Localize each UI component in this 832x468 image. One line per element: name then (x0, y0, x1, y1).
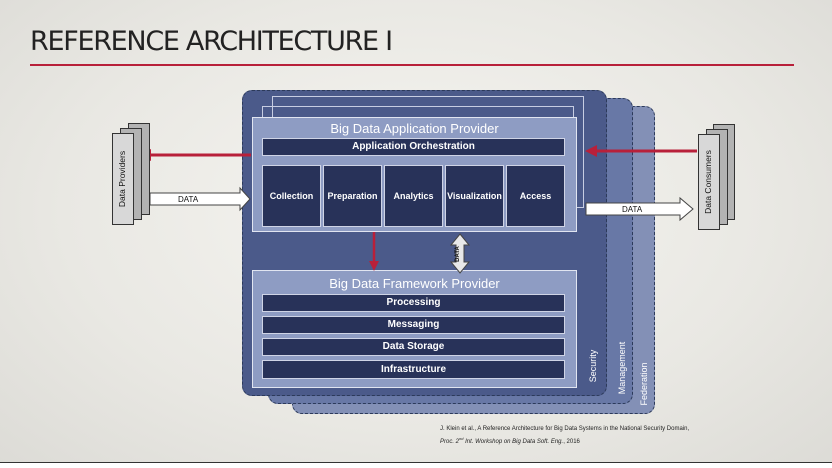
framework-layer-messaging: Messaging (262, 316, 565, 334)
app-provider-title: Big Data Application Provider (330, 121, 499, 136)
citation-workshop: Int. Workshop on Big Data Soft. Eng. (463, 439, 564, 445)
citation-sup: nd (459, 436, 464, 441)
capability-visualization: Visualization (445, 165, 504, 227)
application-orchestration-bar: Application Orchestration (262, 138, 565, 156)
data-consumers-card (698, 134, 720, 230)
citation-line-2: Proc. 2nd Int. Workshop on Big Data Soft… (440, 434, 689, 447)
framework-layer-processing: Processing (262, 294, 565, 312)
framework-layer-infrastructure: Infrastructure (262, 360, 565, 379)
data-providers-card (112, 133, 134, 225)
provider-data-arrow (149, 186, 251, 212)
slide-title: REFERENCE ARCHITECTURE I (30, 26, 393, 57)
capability-collection: Collection (262, 165, 321, 227)
data-consumers-label: Data Consumers (703, 150, 713, 214)
citation-proc: Proc. 2 (440, 439, 460, 445)
slide-bottom-bar (0, 462, 832, 468)
data-providers-label: Data Providers (117, 150, 127, 208)
consumer-data-arrow (585, 196, 694, 222)
internal-data-label: DATA (455, 246, 461, 262)
internal-data-double-arrow (449, 233, 471, 274)
consumers-to-orchestration-arrow (585, 145, 697, 157)
citation-line-1: J. Klein et al., A Reference Architectur… (440, 426, 690, 432)
consumer-data-label: DATA (622, 205, 643, 214)
orchestration-to-providers-arrow (139, 149, 251, 161)
citation-year: , 2016 (563, 439, 580, 445)
capability-analytics: Analytics (384, 165, 443, 227)
capability-preparation: Preparation (323, 165, 382, 227)
framework-layer-data-storage: Data Storage (262, 338, 565, 356)
title-divider (30, 64, 794, 66)
citation: J. Klein et al., A Reference Architectur… (440, 425, 689, 447)
app-to-framework-arrow (369, 232, 379, 271)
framework-provider-title: Big Data Framework Provider (329, 276, 500, 291)
provider-data-label: DATA (178, 195, 199, 204)
capability-access: Access (506, 165, 565, 227)
